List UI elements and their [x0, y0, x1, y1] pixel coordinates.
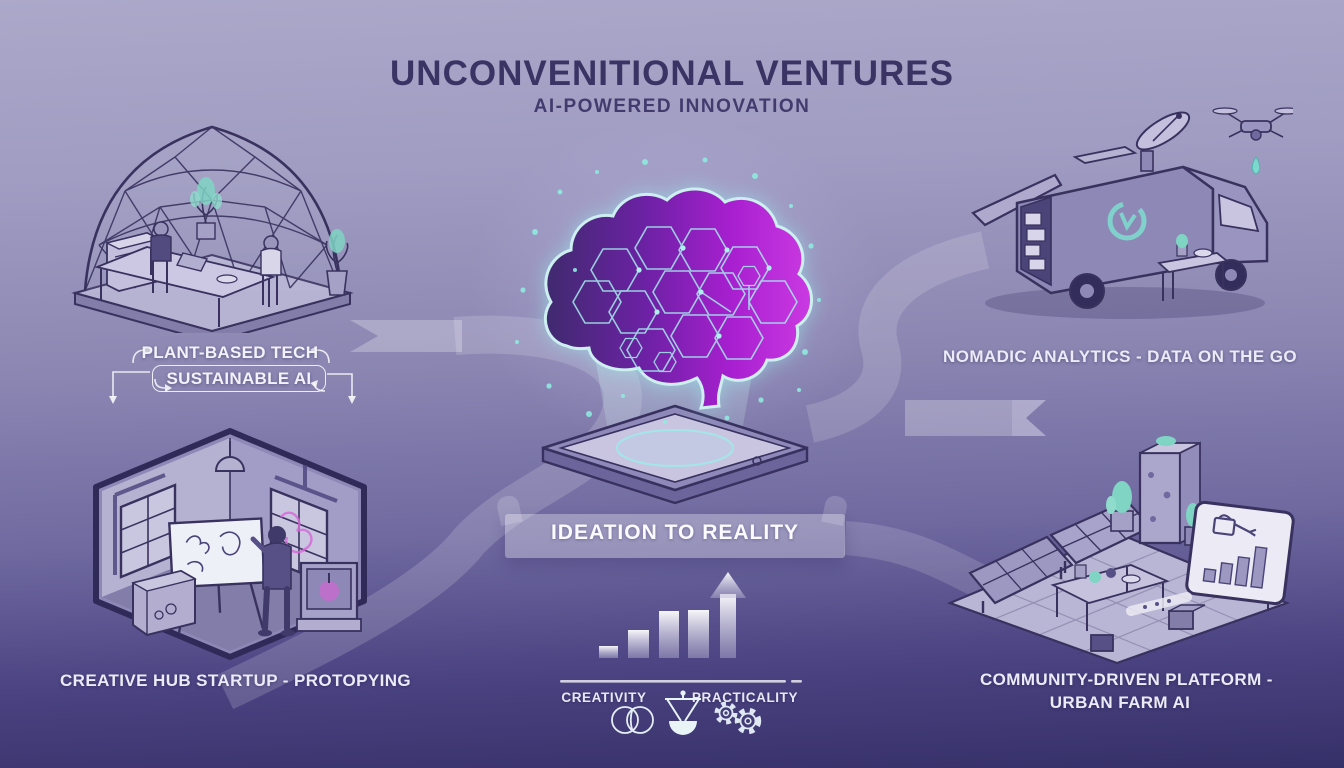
person-left	[150, 221, 172, 293]
label-creativity: CREATIVITY	[561, 690, 647, 705]
work-table	[94, 246, 276, 327]
printer-3d	[296, 561, 362, 632]
person-drawing	[250, 526, 295, 637]
produce-table	[1050, 564, 1170, 631]
tablet-home-button	[752, 456, 762, 466]
whiteboard-doodles	[185, 531, 241, 573]
supply-boxes	[131, 569, 197, 637]
label-plant-based-tech: PLANT-BASED TECH	[141, 343, 319, 362]
gears-icon	[714, 701, 762, 735]
cargo-boxes	[1024, 212, 1046, 271]
label-sustainable-ai: SUSTAINABLE AI	[152, 365, 326, 392]
caption-nomadic-analytics: NOMADIC ANALYTICS - DATA ON THE GO	[943, 347, 1297, 366]
camp-table	[1157, 234, 1230, 301]
brain-graphic	[543, 187, 813, 410]
van-logo-icon	[1107, 201, 1147, 241]
windshield	[1218, 193, 1260, 233]
ribbon-upper-right	[805, 231, 990, 443]
caption-community-line1: COMMUNITY-DRIVEN PLATFORM -	[980, 670, 1273, 689]
potted-plant	[325, 229, 349, 296]
laptop	[175, 252, 209, 272]
van-illustration	[971, 107, 1293, 319]
window-left	[119, 483, 177, 579]
label-practicality: PRACTICALITY	[691, 690, 799, 705]
ribbon-tail-right-chevron-icon	[1012, 400, 1046, 436]
brain-hex-network	[572, 226, 798, 373]
brain-network-nodes	[636, 245, 772, 339]
growth-bars-arrow-icon	[560, 572, 802, 683]
van-open-door	[971, 173, 1063, 227]
farm-illustration	[946, 436, 1295, 665]
ribbon-left	[216, 315, 642, 710]
divider-line	[560, 680, 786, 683]
dome-illustration	[71, 125, 354, 333]
workshop-illustration	[93, 428, 367, 660]
page-subtitle: AI-POWERED INNOVATION	[533, 96, 811, 117]
satellite-dish-icon	[1135, 111, 1191, 172]
water-droplet-icon	[1251, 156, 1261, 175]
watering-can-icon	[1212, 514, 1257, 537]
brain-hologram-illustration	[515, 157, 821, 505]
balance-icons	[611, 690, 762, 735]
hologram-particles	[515, 157, 821, 424]
page-title: UNCONVENITIONAL VENTURES	[390, 54, 954, 93]
planter-tower	[1138, 436, 1201, 545]
balance-scale-icon	[665, 690, 701, 735]
tablet-graphic	[541, 404, 809, 505]
drone-icon	[1212, 107, 1293, 175]
ribbon-tail-left-icon	[350, 320, 462, 352]
stools-crates	[1090, 592, 1206, 652]
label-connector-arrows	[109, 346, 356, 404]
dome-plant	[190, 177, 222, 240]
ideation-banner	[505, 514, 845, 558]
ceiling-lamp	[214, 441, 246, 472]
venn-circles-icon	[611, 706, 654, 734]
printer-glow	[319, 581, 339, 601]
farm-analytics-screen	[1185, 500, 1295, 606]
ideation-banner-text: IDEATION TO REALITY	[550, 521, 800, 544]
screen-bar-chart	[1202, 546, 1268, 589]
caption-community-line2: URBAN FARM AI	[1049, 693, 1191, 712]
ribbon-lower-right	[843, 521, 993, 600]
person-right	[260, 235, 282, 305]
caption-creative-hub: CREATIVE HUB STARTUP - PROTOPYING	[60, 671, 412, 690]
ribbon-tail-right	[905, 400, 1012, 436]
